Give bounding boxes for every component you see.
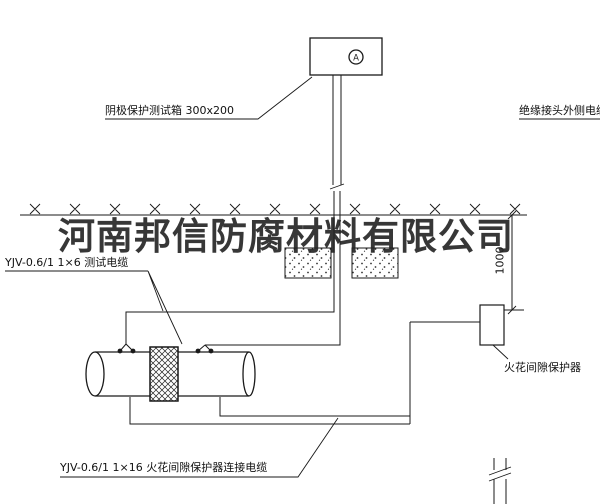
label-spark-gap-cable: YJV-0.6/1 1×16 火花间隙保护器连接电缆 [60,461,268,474]
leader-test-cable [5,270,183,345]
label-spark-gap-protector: 火花间隙保护器 [504,361,581,374]
test-cables [119,285,341,352]
pipe-riser-symbol [488,458,512,504]
meter-circle-icon [348,49,364,65]
label-insulated-joint-cable: 绝缘接头外侧电缆 [519,104,600,117]
insulated-joint-band [149,346,179,402]
label-test-cable: YJV-0.6/1 1×6 测试电缆 [5,256,129,269]
foundation-right [351,247,399,279]
pipe-end-cap-left [85,351,105,397]
pipe [85,346,256,402]
test-box: A [309,37,383,76]
leader-spark-cable [60,417,339,478]
pipe-end-cap-right [242,351,256,397]
spark-gap-cables [129,321,480,425]
label-test-box: 阴极保护测试箱 300x200 [105,104,234,117]
company-watermark: 河南邦信防腐材料有限公司 [58,215,514,258]
dimension-line [502,210,524,315]
ground-line [20,203,527,216]
spark-gap-protector [479,304,505,346]
foundation-left [284,247,332,279]
leader-lines [5,76,600,478]
leader-spark-protector [492,344,509,360]
conduit-pole [329,75,345,285]
leader-test-box [105,76,313,120]
meter-symbol: A [353,54,359,64]
